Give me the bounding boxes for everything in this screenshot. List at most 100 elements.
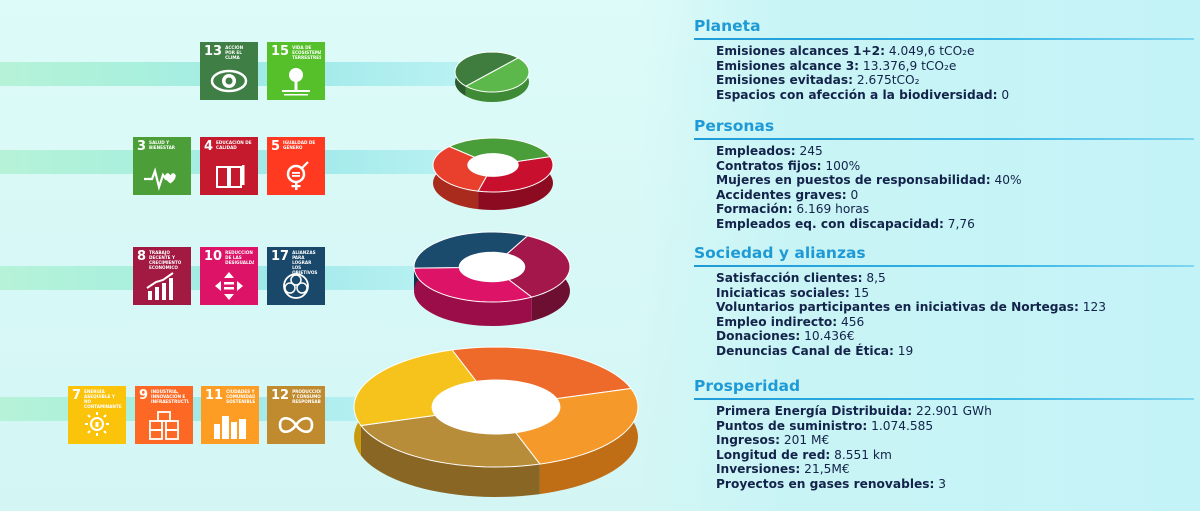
indicator-value: 456 — [837, 314, 865, 329]
book-icon — [216, 165, 245, 188]
rings-icon — [283, 273, 309, 299]
indicator-row: Mujeres en puestos de responsabilidad: 4… — [716, 173, 1194, 188]
sun-power-icon — [85, 412, 109, 436]
donut-personas — [432, 137, 554, 210]
city-icon — [214, 416, 246, 439]
indicator-row: Emisiones alcances 1+2: 4.049,6 tCO₂e — [716, 44, 1194, 59]
heartbeat-icon — [144, 167, 176, 191]
sdg-label: Trabajo decente y crecimiento económico — [149, 250, 182, 270]
sdg-tile-4: 4Educación de calidad — [200, 137, 258, 195]
sdg-number: 4 — [204, 139, 214, 154]
indicator-label: Donaciones: — [716, 329, 801, 344]
donut-planeta-side-0 — [465, 57, 529, 102]
donut-sociedad — [413, 231, 571, 326]
indicator-label: Primera Energía Distribuida: — [716, 404, 913, 418]
donut-planeta — [454, 51, 530, 102]
donut-prosperidad — [353, 346, 639, 497]
sdg-label: Reducción de las desigualdades — [225, 250, 254, 265]
donut-personas-side-0 — [478, 156, 553, 210]
sdg-tile-12: 12Producción y consumo responsables — [267, 386, 325, 444]
indicator-row: Donaciones: 10.436€ — [716, 329, 1194, 344]
donut-planeta-segment-0 — [464, 57, 530, 93]
indicator-row: Ingresos: 201 M€ — [716, 433, 1194, 448]
indicator-value: 123 — [1078, 300, 1106, 315]
indicator-label: Satisfacción clientes: — [716, 271, 863, 285]
indicator-row: Empleo indirecto: 456 — [716, 315, 1194, 330]
indicator-label: Espacios con afección a la biodiversidad… — [716, 87, 998, 102]
indicator-label: Ingresos: — [716, 433, 780, 448]
section-divider — [694, 38, 1194, 40]
indicator-row: Formación: 6.169 horas — [716, 202, 1194, 217]
sdg-tile-13: 13Acción por el clima — [200, 42, 258, 100]
sdg-label: Vida de ecosistemas terrestres — [292, 45, 321, 60]
sdg-number: 9 — [139, 388, 149, 403]
indicator-row: Empleados: 245 — [716, 144, 1194, 159]
indicator-value: 19 — [893, 343, 914, 358]
indicator-label: Contratos fijos: — [716, 158, 822, 173]
sdg-label: Educación de calidad — [216, 140, 252, 150]
indicator-label: Mujeres en puestos de responsabilidad: — [716, 173, 991, 188]
indicator-value: 0 — [846, 187, 859, 202]
cubes-icon — [149, 411, 179, 440]
indicator-label: Puntos de suministro: — [716, 418, 868, 433]
indicator-row: Espacios con afección a la biodiversidad… — [716, 88, 1194, 103]
section-title: Sociedad y alianzas — [694, 244, 866, 262]
indicator-label: Formación: — [716, 202, 793, 217]
section-divider — [694, 398, 1194, 400]
section-title: Prosperidad — [694, 377, 801, 395]
indicator-value: 7,76 — [943, 216, 975, 231]
indicator-value: 2.675tCO₂ — [852, 73, 920, 88]
gender-equality-icon — [286, 161, 309, 190]
sdg-tile-10: 10Reducción de las desigualdades — [200, 247, 258, 305]
indicator-label: Denuncias Canal de Ética: — [716, 343, 894, 358]
sdg-tile-7: 7Energía asequible y no contaminante — [68, 386, 126, 444]
indicator-label: Empleados eq. con discapacidad: — [716, 216, 944, 231]
indicator-label: Voluntarios participantes en iniciativas… — [716, 300, 1079, 315]
donut-prosperidad-side-2 — [360, 425, 540, 497]
indicator-value: 1.074.585 — [867, 418, 934, 433]
indicator-label: Empleo indirecto: — [716, 314, 838, 329]
tree-icon — [282, 68, 310, 96]
sdg-tile-9: 9Industria, innovación e infraestructura — [135, 386, 193, 444]
indicator-value: 13.376,9 tCO₂e — [859, 58, 957, 73]
sdg-number: 17 — [271, 249, 290, 264]
sdg-tile-11: 11Ciudades y comunidades sostenibles — [201, 386, 259, 444]
indicator-value: 8.551 km — [830, 447, 892, 462]
indicator-value: 8,5 — [862, 271, 886, 285]
sdg-label: Energía asequible y no contaminante — [84, 389, 122, 409]
indicator-value: 3 — [934, 476, 947, 491]
infinity-icon — [278, 416, 314, 434]
indicator-value: 0 — [997, 87, 1010, 102]
indicator-row: Empleados eq. con discapacidad: 7,76 — [716, 217, 1194, 232]
sdg-label: Acción por el clima — [225, 45, 244, 60]
donut-personas-hole — [467, 153, 519, 177]
indicator-row: Iniciaticas sociales: 15 — [716, 286, 1194, 301]
sdg-number: 7 — [72, 388, 82, 403]
section-title: Personas — [694, 117, 775, 135]
indicator-row: Satisfacción clientes: 8,5 — [716, 271, 1194, 286]
sdg-number: 12 — [271, 388, 290, 403]
indicator-label: Emisiones alcances 1+2: — [716, 44, 886, 58]
indicator-label: Empleados: — [716, 144, 796, 158]
indicator-label: Emisiones alcance 3: — [716, 58, 860, 73]
donut-planeta-segment-1 — [454, 51, 520, 87]
indicator-label: Inversiones: — [716, 462, 801, 477]
indicator-row: Puntos de suministro: 1.074.585 — [716, 419, 1194, 434]
indicator-value: 6.169 horas — [792, 202, 870, 217]
indicator-row: Emisiones evitadas: 2.675tCO₂ — [716, 73, 1194, 88]
indicator-row: Accidentes graves: 0 — [716, 188, 1194, 203]
sdg-label: Ciudades y comunidades sostenibles — [226, 389, 255, 404]
sdg-label: Salud y bienestar — [149, 140, 176, 150]
donut-prosperidad-hole — [432, 380, 560, 434]
indicator-value: 4.049,6 tCO₂e — [885, 44, 975, 58]
section-divider — [694, 265, 1194, 267]
indicator-label: Proyectos en gases renovables: — [716, 476, 935, 491]
donut-sociedad-side-1 — [414, 268, 532, 326]
donut-prosperidad-side-1 — [539, 388, 638, 495]
sdg-tile-8: 8Trabajo decente y crecimiento económico — [133, 247, 191, 305]
donut-sociedad-hole — [459, 252, 525, 282]
sdg-number: 13 — [204, 44, 223, 59]
indicator-label: Iniciaticas sociales: — [716, 285, 850, 300]
